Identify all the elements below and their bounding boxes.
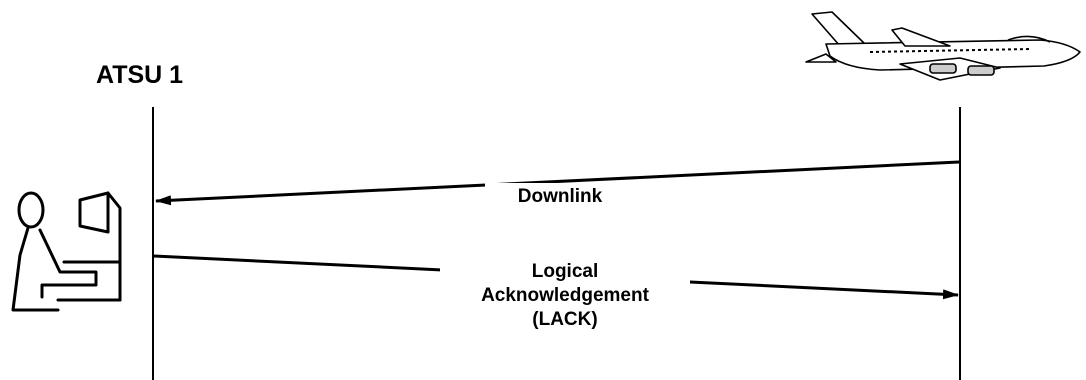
lack-label: Logical Acknowledgement (LACK) (440, 258, 690, 334)
downlink-arrow (155, 160, 960, 206)
ground-station-title: ATSU 1 (96, 61, 184, 89)
downlink-label-line: Downlink (517, 186, 603, 207)
controller-at-console-icon (11, 191, 122, 312)
lack-label-line-2: Acknowledgement (481, 284, 649, 306)
lack-label-line-3: (LACK) (532, 308, 598, 330)
downlink-label: Downlink (485, 183, 635, 211)
lack-label-line-1: Logical (531, 261, 599, 282)
airliner-icon (805, 11, 1081, 81)
